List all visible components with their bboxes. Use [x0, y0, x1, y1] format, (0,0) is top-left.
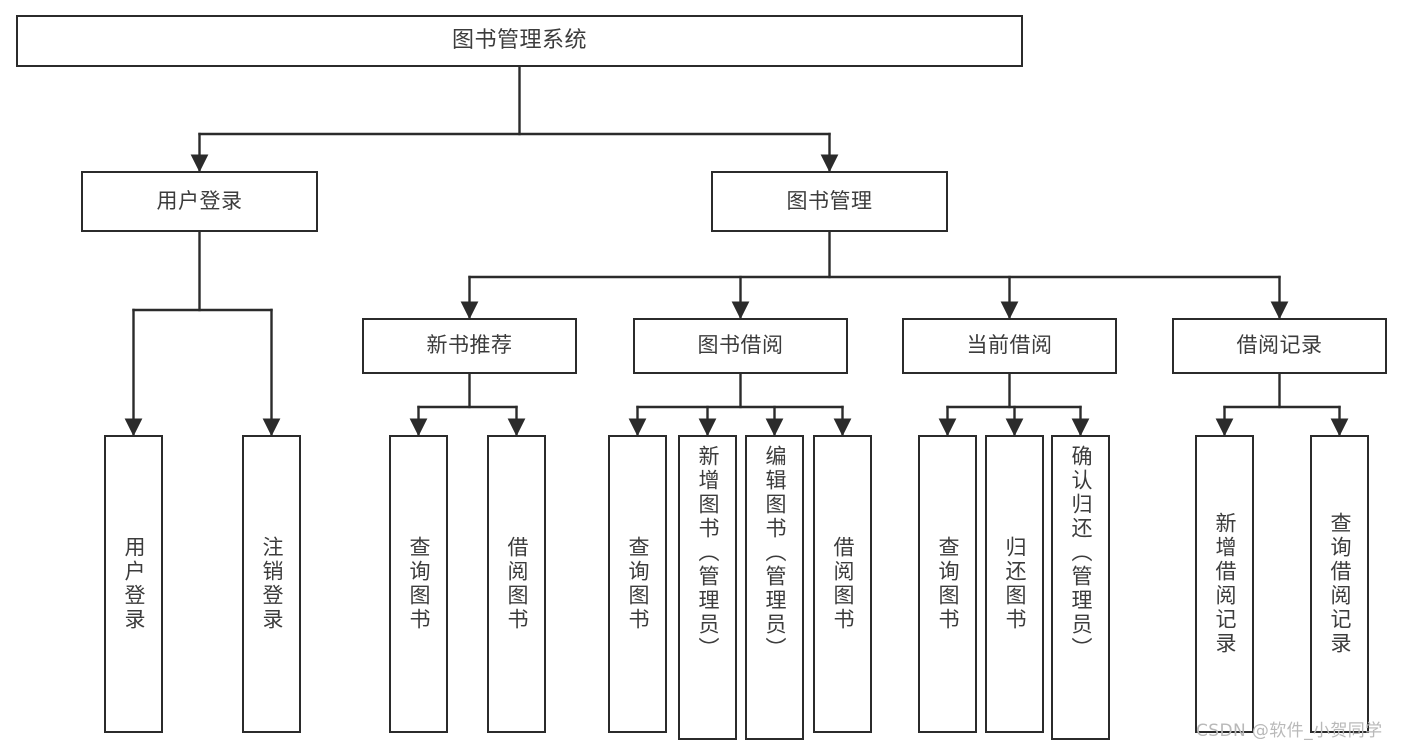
node-label: 图书管理 [786, 188, 873, 213]
node-label: 新增借阅记录 [1213, 512, 1237, 656]
node-label: 确认归还（管理员） [1069, 445, 1093, 661]
node-book-borrow: 图书借阅 [633, 318, 848, 374]
node-label: 新增图书（管理员） [696, 445, 720, 661]
node-leaf-edit-book: 编辑图书（管理员） [745, 435, 804, 740]
node-label: 借阅图书 [505, 536, 529, 632]
node-label: 当前借阅 [966, 333, 1053, 358]
node-leaf-user-login: 用户登录 [104, 435, 163, 733]
node-label: 用户登录 [156, 188, 243, 213]
node-borrow-record: 借阅记录 [1172, 318, 1387, 374]
node-root: 图书管理系统 [16, 15, 1023, 67]
node-leaf-confirm-return: 确认归还（管理员） [1051, 435, 1110, 740]
node-leaf-query-record: 查询借阅记录 [1310, 435, 1369, 733]
node-label: 编辑图书（管理员） [763, 445, 787, 661]
node-leaf-add-book: 新增图书（管理员） [678, 435, 737, 740]
node-book-manage: 图书管理 [711, 171, 948, 232]
node-label: 归还图书 [1003, 536, 1027, 632]
node-leaf-borrow-book-rec: 借阅图书 [487, 435, 546, 733]
node-label: 用户登录 [122, 536, 146, 632]
node-label: 图书管理系统 [451, 27, 587, 53]
node-label: 查询图书 [407, 536, 431, 632]
node-leaf-query-book-cur: 查询图书 [918, 435, 977, 733]
node-label: 图书借阅 [697, 333, 784, 358]
node-leaf-return-book: 归还图书 [985, 435, 1044, 733]
node-leaf-add-record: 新增借阅记录 [1195, 435, 1254, 733]
node-label: 查询借阅记录 [1328, 512, 1352, 656]
csdn-watermark: CSDN @软件_小贺同学 [1196, 721, 1383, 741]
node-current-borrow: 当前借阅 [902, 318, 1117, 374]
node-label: 新书推荐 [426, 333, 513, 358]
node-user-login: 用户登录 [81, 171, 318, 232]
node-label: 借阅图书 [831, 536, 855, 632]
node-label: 查询图书 [936, 536, 960, 632]
node-leaf-query-book-rec: 查询图书 [389, 435, 448, 733]
node-label: 查询图书 [626, 536, 650, 632]
node-leaf-logout: 注销登录 [242, 435, 301, 733]
node-leaf-query-book: 查询图书 [608, 435, 667, 733]
node-label: 注销登录 [260, 536, 284, 632]
node-leaf-borrow-book: 借阅图书 [813, 435, 872, 733]
node-label: 借阅记录 [1236, 333, 1323, 358]
node-new-book-rec: 新书推荐 [362, 318, 577, 374]
